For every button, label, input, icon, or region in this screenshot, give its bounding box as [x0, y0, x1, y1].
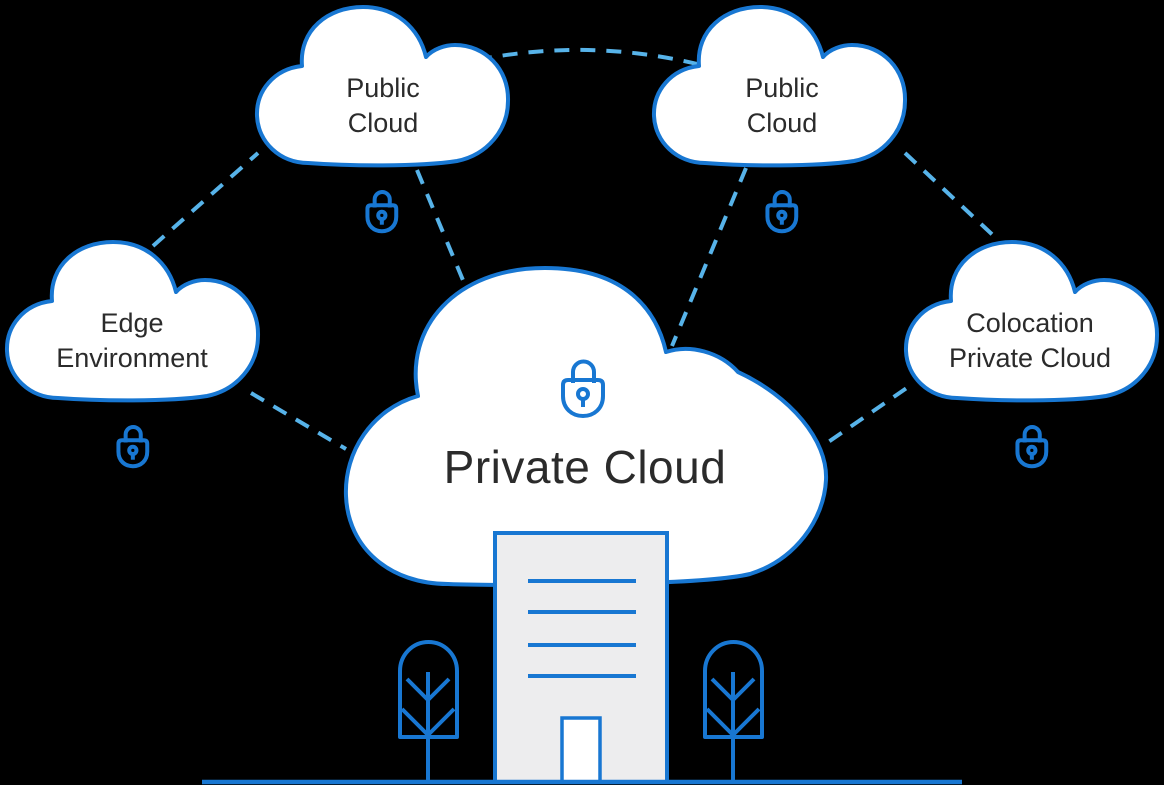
public-left-label-line2: Cloud — [348, 108, 419, 138]
connection-lines — [151, 47, 998, 458]
connection-public-right-colocation — [903, 151, 998, 240]
connection-edge-private — [249, 391, 348, 451]
cloud-private — [343, 266, 829, 587]
tree-icon-left — [398, 640, 459, 784]
lock-icon-public-left — [366, 190, 398, 233]
lock-icon-colocation — [1016, 425, 1048, 468]
colocation-label-line1: Colocation — [966, 308, 1094, 338]
public-right-label-line2: Cloud — [747, 108, 818, 138]
connection-public-right-private — [670, 167, 748, 347]
lock-icon-public-right — [766, 190, 798, 233]
edge-label-line1: Edge — [100, 308, 163, 338]
colocation-label-line2: Private Cloud — [949, 343, 1111, 373]
connection-colocation-private — [806, 383, 913, 458]
connection-public-left-public-right — [476, 47, 698, 66]
public-left-label-line1: Public — [346, 73, 420, 103]
edge-label-line2: Environment — [56, 343, 208, 373]
public-right-label-line1: Public — [745, 73, 819, 103]
private-cloud-label: Private Cloud — [444, 441, 727, 493]
connection-edge-public-left — [151, 151, 260, 248]
office-building-icon — [493, 531, 669, 784]
building-window-lines — [528, 579, 636, 678]
tree-icon-right — [703, 640, 764, 784]
building-door — [560, 716, 602, 784]
lock-icon-edge — [117, 425, 149, 468]
connection-public-left-private — [415, 169, 472, 298]
